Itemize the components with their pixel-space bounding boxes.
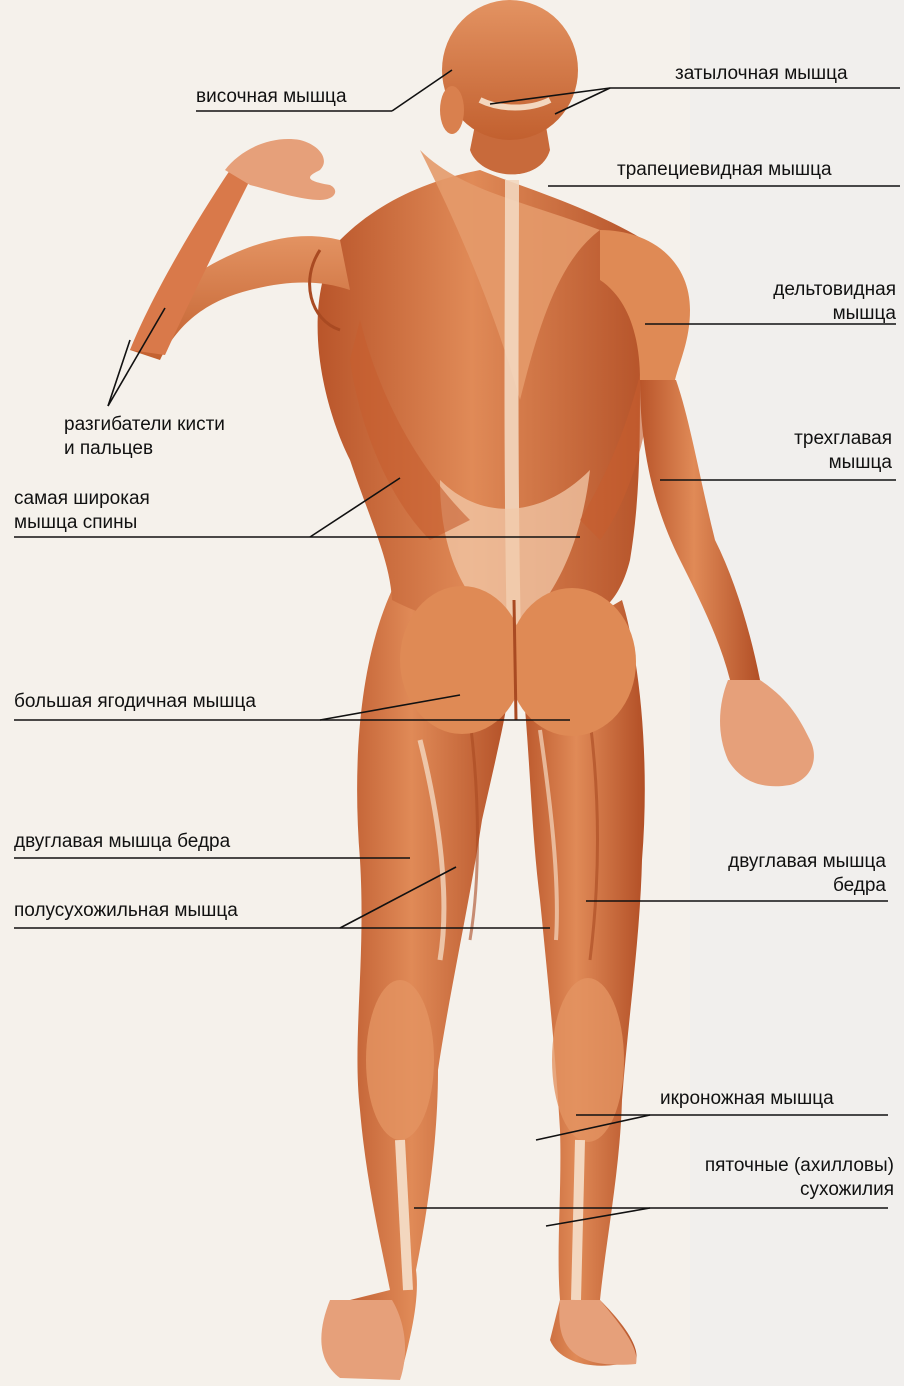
- leader-gastrocnemius-pointer: [536, 1115, 650, 1140]
- label-gluteus: большая ягодичная мышца: [14, 690, 256, 714]
- label-deltoid: дельтовидная мышца: [700, 278, 896, 326]
- leader-achilles-pointer: [546, 1208, 650, 1226]
- leader-extensors-b: [108, 308, 165, 406]
- label-extensors-line1: разгибатели кисти: [64, 413, 225, 437]
- label-latissimus: самая широкая мышца спины: [14, 487, 150, 535]
- label-deltoid-line1: дельтовидная: [700, 278, 896, 302]
- label-latissimus-line1: самая широкая: [14, 487, 150, 511]
- label-latissimus-line2: мышца спины: [14, 511, 150, 535]
- leader-latissimus-pointer: [310, 478, 400, 537]
- label-deltoid-line2: мышца: [700, 302, 896, 326]
- label-triceps-line2: мышца: [700, 451, 892, 475]
- label-occipitalis: затылочная мышца: [675, 62, 848, 86]
- leader-gluteus-pointer: [320, 695, 460, 720]
- label-extensors: разгибатели кисти и пальцев: [64, 413, 225, 461]
- label-biceps-femoris-left: двуглавая мышца бедра: [14, 830, 230, 854]
- label-temporalis: височная мышца: [196, 85, 347, 109]
- label-biceps-femoris-right-line1: двуглавая мышца: [660, 850, 886, 874]
- label-semitendinosus: полусухожильная мышца: [14, 899, 238, 923]
- label-achilles-line2: сухожилия: [640, 1178, 894, 1202]
- label-achilles: пяточные (ахилловы) сухожилия: [640, 1154, 894, 1202]
- label-triceps-line1: трехглавая: [700, 427, 892, 451]
- leader-semitendinosus-pointer: [340, 867, 456, 928]
- label-trapezius: трапециевидная мышца: [617, 158, 832, 182]
- label-achilles-line1: пяточные (ахилловы): [640, 1154, 894, 1178]
- label-biceps-femoris-right: двуглавая мышца бедра: [660, 850, 886, 898]
- label-biceps-femoris-right-line2: бедра: [660, 874, 886, 898]
- label-extensors-line2: и пальцев: [64, 437, 225, 461]
- label-gastrocnemius: икроножная мышца: [660, 1087, 834, 1111]
- label-triceps: трехглавая мышца: [700, 427, 892, 475]
- leader-temporalis-pointer: [392, 70, 452, 111]
